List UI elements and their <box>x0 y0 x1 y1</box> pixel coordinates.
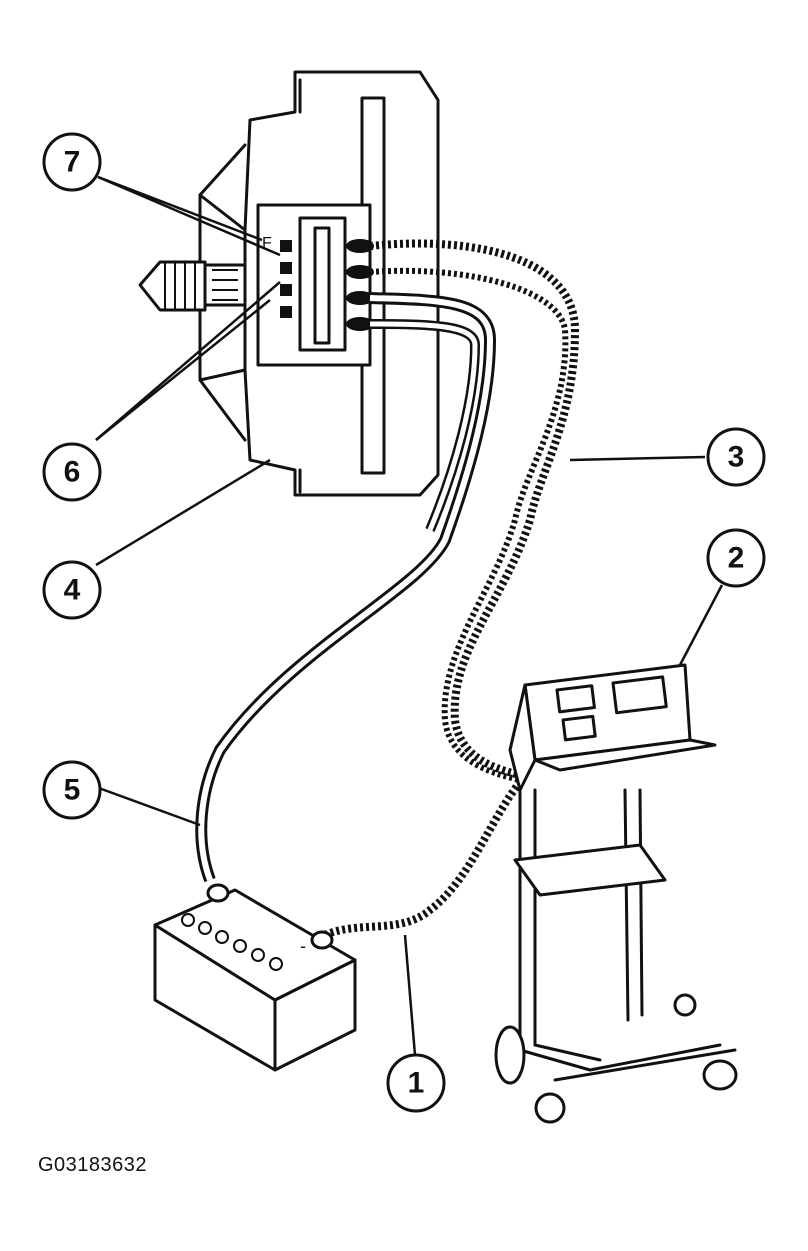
callout-2: 2 <box>706 528 766 588</box>
callout-7-label: 7 <box>64 146 81 179</box>
callout-6-label: 6 <box>64 456 81 489</box>
callout-3: 3 <box>706 427 766 487</box>
cart-wheel <box>494 1025 526 1085</box>
cart-wheel <box>673 993 697 1017</box>
callout-3-label: 3 <box>728 441 745 474</box>
callout-4: 4 <box>42 560 102 620</box>
figure-id: G03183632 <box>38 1154 148 1176</box>
terminal-f-label: F <box>262 235 272 252</box>
connector-block: F <box>256 203 374 367</box>
cart-wheel <box>702 1059 738 1091</box>
callout-1: 1 <box>386 1053 446 1113</box>
callout-2-label: 2 <box>728 542 745 575</box>
battery: - <box>153 883 357 1072</box>
pulley <box>138 260 247 312</box>
leader-lines <box>95 175 724 1056</box>
battery-negative-mark: - <box>300 936 306 956</box>
alternator: F <box>138 70 440 497</box>
cables <box>195 239 580 939</box>
callout-5: 5 <box>42 760 102 820</box>
callout-7: 7 <box>42 132 102 192</box>
tester-cart <box>494 663 738 1124</box>
callout-5-label: 5 <box>64 774 81 807</box>
callout-1-label: 1 <box>408 1067 425 1100</box>
callout-4-label: 4 <box>64 574 81 607</box>
cart-wheel <box>534 1092 566 1124</box>
callout-6: 6 <box>42 442 102 502</box>
